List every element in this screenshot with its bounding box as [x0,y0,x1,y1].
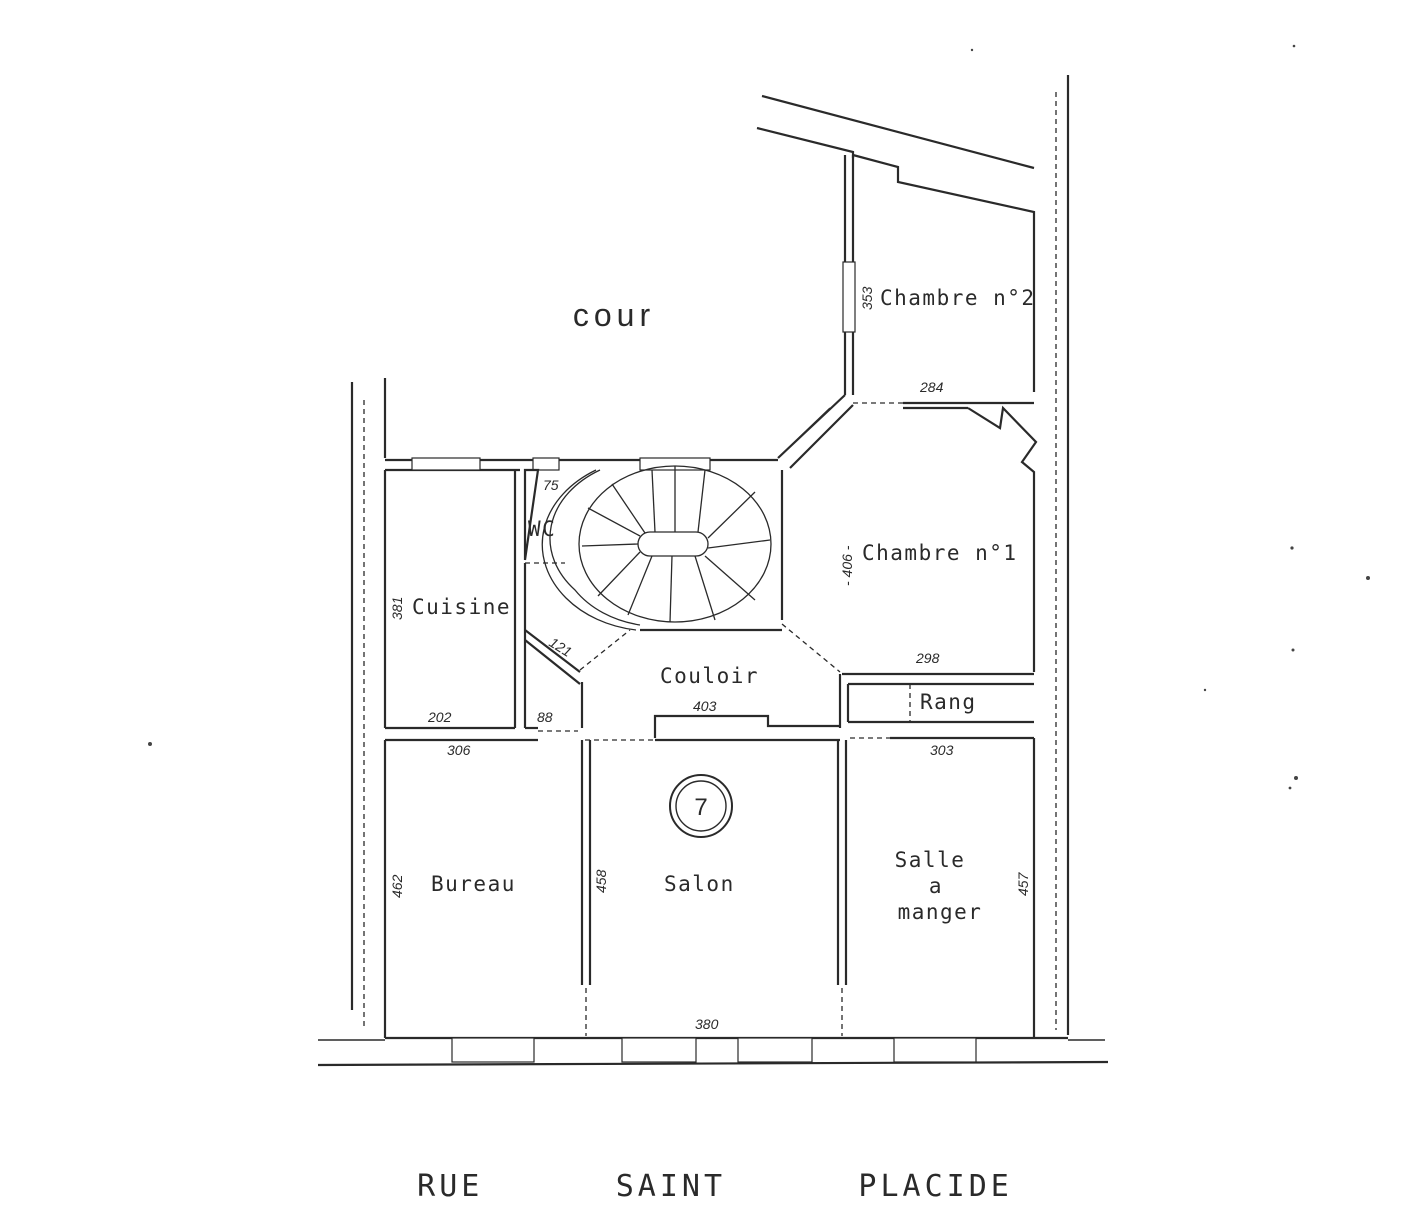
cuisine-wc-walls [383,468,631,732]
dim-462: 462 [389,874,405,898]
dimension-labels: 353 284 75 - 406 - 381 121 298 202 88 40… [389,286,1031,1032]
dim-284: 284 [919,379,944,395]
wc-window [532,457,560,471]
salon-window-right [737,1037,813,1063]
stair-treads [581,466,771,623]
cuisine-window [411,457,481,471]
dim-458: 458 [593,869,609,893]
salle-window [893,1037,977,1063]
badge-number: 7 [694,794,707,821]
closet-diag-b [524,639,581,685]
party-wall-hints [363,92,1057,1030]
dim-353: 353 [859,286,875,310]
chambre-1-door-diag [781,623,841,673]
dim-406: - 406 - [839,545,855,586]
couloir-niche [653,714,840,738]
outer-walls [317,75,1109,1067]
courtyard-facade [385,457,778,472]
bureau-window [451,1037,535,1063]
room-label-salle-line-3: manger [898,900,983,924]
room-label-cuisine: Cuisine [412,595,511,619]
spiral-staircase [541,465,782,632]
chambre-2-walls [756,126,1036,405]
room-label-salle-line-2: a [929,874,943,898]
room-label-salon: Salon [664,872,735,896]
room-label-bureau: Bureau [431,872,516,896]
room-label-salle-line-1: Salle [895,848,966,872]
front-rooms-walls [383,736,1068,1063]
courtyard-label: cour [573,297,655,333]
dim-121: 121 [546,634,574,660]
street-line [317,1060,1109,1067]
top-neighbour-wall [761,94,1035,170]
dim-88: 88 [537,709,553,725]
diagonal-window-line [781,407,831,455]
diagonal-wall-inner [789,404,854,469]
street-name: RUE SAINT PLACIDE [417,1169,1013,1204]
stair-core [637,531,709,557]
dim-403: 403 [693,698,717,714]
dim-457: 457 [1015,871,1031,896]
chambre-1-walls [780,405,1038,676]
dim-380: 380 [695,1016,719,1032]
dim-202: 202 [427,709,452,725]
room-label-chambre-1: Chambre n°1 [862,541,1018,565]
room-label-wc: WC [528,517,556,541]
dim-303: 303 [930,742,954,758]
chambre-1-right-wall [967,405,1038,672]
salon-window-left [621,1037,697,1063]
chambre-2-window [842,261,856,333]
wc-left-wall [523,468,540,561]
room-label-couloir: Couloir [660,664,759,688]
closet-diag-a [524,629,581,673]
stair-outer-arc-2 [541,469,637,631]
scan-specks [148,44,1370,790]
stair-outer-arc [549,469,641,626]
dim-306: 306 [447,742,471,758]
room-label-rang: Rang [920,690,977,714]
chambre-2-top-left-wall [756,126,855,158]
dim-75: 75 [543,477,559,493]
dim-298: 298 [915,650,940,666]
room-number-badge: 7 [669,774,733,838]
room-label-chambre-2: Chambre n°2 [880,286,1036,310]
couloir-walls [580,674,1034,738]
room-labels: cour Chambre n°2 Chambre n°1 WC Cuisine … [412,286,1036,924]
dim-381: 381 [389,597,405,620]
diagonal-walls [777,394,854,469]
chambre-2-top-right-wall [852,153,1036,392]
closet-door [579,629,631,671]
